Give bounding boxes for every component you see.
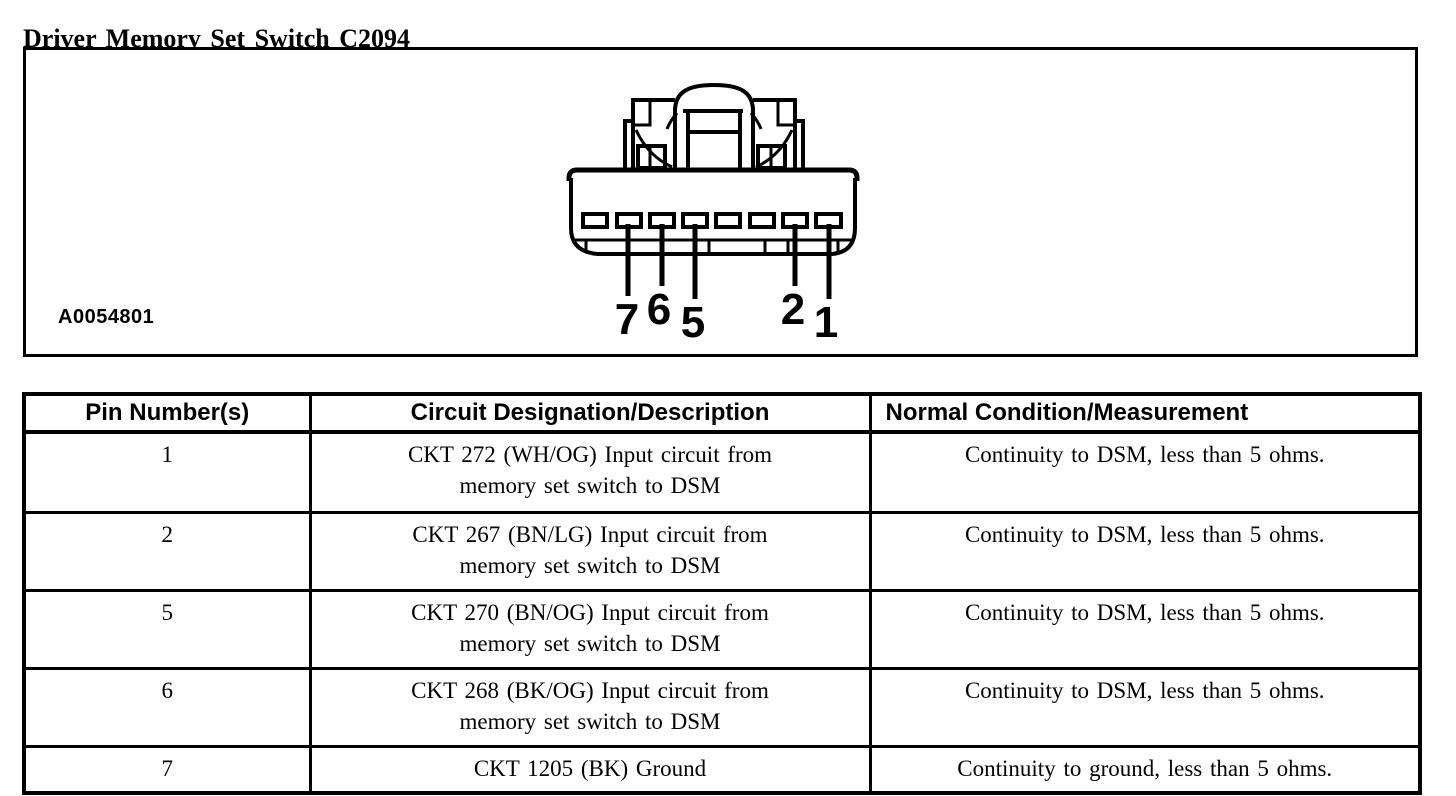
connector-housing (566, 167, 860, 256)
description-line: memory set switch to DSM (459, 709, 721, 734)
description-line: CKT 270 (BN/OG) Input circuit from (411, 600, 769, 625)
pin-callout-label: 1 (814, 298, 838, 347)
pin-callout-label: 5 (681, 298, 705, 347)
normal-condition-cell: Continuity to DSM, less than 5 ohms. (868, 511, 1422, 592)
pinout-table: Pin Number(s) Circuit Designation/Descri… (22, 392, 1422, 795)
connector-latch-center (673, 82, 755, 171)
table-header-row: Pin Number(s) Circuit Designation/Descri… (22, 392, 1422, 434)
description-line: CKT 268 (BK/OG) Input circuit from (411, 678, 769, 703)
description-line: memory set switch to DSM (459, 631, 721, 656)
normal-condition-cell: Continuity to DSM, less than 5 ohms. (868, 667, 1422, 748)
pin-number-cell: 1 (22, 430, 312, 514)
table-row: 6 CKT 268 (BK/OG) Input circuit from mem… (22, 667, 1422, 748)
connector-diagram-panel: 7 6 5 2 1 A0054801 (23, 47, 1418, 357)
table-row: 2 CKT 267 (BN/LG) Input circuit from mem… (22, 511, 1422, 592)
circuit-description-cell: CKT 270 (BN/OG) Input circuit from memor… (308, 589, 872, 670)
figure-id-label: A0054801 (58, 306, 155, 328)
pin-number-cell: 2 (22, 511, 312, 592)
pin-number-cell: 6 (22, 667, 312, 748)
normal-condition-cell: Continuity to DSM, less than 5 ohms. (868, 430, 1422, 514)
pin-number-cell: 7 (22, 745, 312, 795)
circuit-description-cell: CKT 268 (BK/OG) Input circuit from memor… (308, 667, 872, 748)
pin-number-header: Pin Number(s) (22, 392, 312, 434)
description-line: CKT 272 (WH/OG) Input circuit from (407, 442, 773, 467)
pin-callout-label: 6 (647, 285, 671, 334)
pin-callout-label: 2 (781, 285, 805, 334)
normal-condition-cell: Continuity to DSM, less than 5 ohms. (868, 589, 1422, 670)
pin-leader-lines (625, 224, 832, 299)
description-line: memory set switch to DSM (459, 473, 721, 498)
connector-drawing: 7 6 5 2 1 (566, 82, 860, 347)
terminal-slots (581, 212, 843, 229)
description-line: CKT 1205 (BK) Ground (473, 756, 707, 781)
connector-latch-right-wing (749, 98, 805, 171)
circuit-description-header: Circuit Designation/Description (308, 392, 872, 434)
table-row: 7 CKT 1205 (BK) Ground Continuity to gro… (22, 745, 1422, 795)
table-row: 5 CKT 270 (BN/OG) Input circuit from mem… (22, 589, 1422, 670)
circuit-description-cell: CKT 1205 (BK) Ground (308, 745, 872, 795)
pin-number-cell: 5 (22, 589, 312, 670)
circuit-description-cell: CKT 267 (BN/LG) Input circuit from memor… (308, 511, 872, 592)
connector-latch-left-wing (623, 98, 679, 171)
pin-callout-label: 7 (615, 295, 639, 344)
normal-condition-cell: Continuity to ground, less than 5 ohms. (868, 745, 1422, 795)
circuit-description-cell: CKT 272 (WH/OG) Input circuit from memor… (308, 430, 872, 514)
table-row: 1 CKT 272 (WH/OG) Input circuit from mem… (22, 430, 1422, 514)
normal-condition-header: Normal Condition/Measurement (868, 392, 1422, 434)
description-line: CKT 267 (BN/LG) Input circuit from (412, 522, 768, 547)
description-line: memory set switch to DSM (459, 553, 721, 578)
